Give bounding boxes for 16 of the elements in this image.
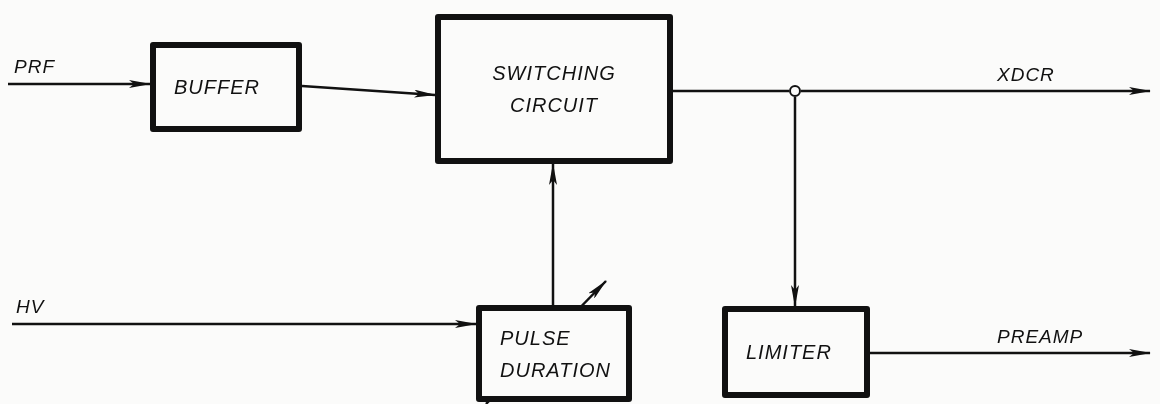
box-label: LIMITER	[746, 340, 832, 365]
box-label: PULSE DURATION	[500, 325, 612, 383]
arrow	[801, 87, 1151, 95]
process-box	[150, 42, 302, 132]
process-box	[722, 306, 870, 398]
process-box	[476, 305, 632, 402]
arrow	[549, 163, 557, 305]
box-label: SWITCHING CIRCUIT	[491, 61, 617, 118]
junction-dot	[789, 85, 801, 97]
arrow	[12, 320, 477, 328]
box-label: BUFFER	[174, 75, 260, 100]
arrow	[791, 97, 799, 307]
arrow	[8, 80, 151, 88]
arrow	[301, 84, 436, 98]
arrow	[870, 349, 1151, 357]
process-box	[435, 14, 673, 164]
